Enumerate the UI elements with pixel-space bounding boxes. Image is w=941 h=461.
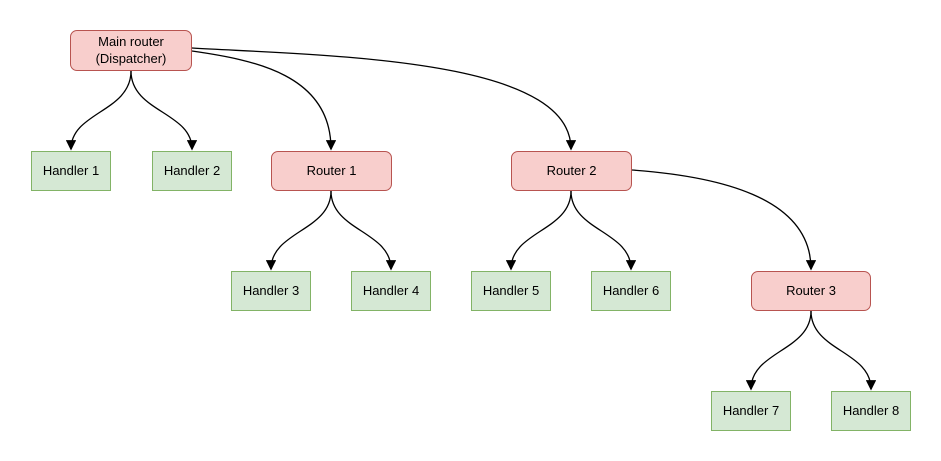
edge-router-1-to-handler-4	[330, 190, 397, 271]
edge-router-2-to-handler-6	[570, 190, 637, 271]
node-router-3: Router 3	[751, 271, 871, 311]
node-handler-6: Handler 6	[591, 271, 671, 311]
edge-router-2-to-handler-5	[505, 190, 572, 271]
node-handler-8: Handler 8	[831, 391, 911, 431]
node-handler-7: Handler 7	[711, 391, 791, 431]
node-handler-5: Handler 5	[471, 271, 551, 311]
node-handler-4-label: Handler 4	[362, 282, 420, 298]
node-main-router-label-line1: Main router	[98, 33, 164, 49]
edge-router-3-to-handler-7	[745, 310, 812, 391]
node-handler-3: Handler 3	[231, 271, 311, 311]
node-main-router: Main router (Dispatcher)	[70, 30, 192, 71]
edge-main-to-handler-1	[65, 70, 132, 151]
node-handler-6-label: Handler 6	[602, 282, 660, 298]
edge-router-3-to-handler-8	[810, 310, 877, 391]
node-handler-3-label: Handler 3	[242, 282, 300, 298]
edge-main-to-router-2	[191, 47, 577, 151]
edge-main-to-router-1	[191, 50, 337, 151]
node-router-2: Router 2	[511, 151, 632, 191]
node-handler-1: Handler 1	[31, 151, 111, 191]
node-handler-1-label: Handler 1	[42, 162, 100, 178]
node-router-2-label: Router 2	[546, 162, 597, 178]
edge-main-to-handler-2	[130, 70, 198, 151]
node-router-3-label: Router 3	[786, 282, 836, 298]
node-handler-5-label: Handler 5	[482, 282, 540, 298]
edge-router-1-to-handler-3	[265, 190, 332, 271]
node-router-1: Router 1	[271, 151, 392, 191]
node-handler-2-label: Handler 2	[163, 162, 221, 178]
node-handler-8-label: Handler 8	[842, 402, 900, 418]
node-handler-7-label: Handler 7	[722, 402, 780, 418]
edge-router-2-to-router-3	[631, 169, 817, 271]
node-handler-2: Handler 2	[152, 151, 232, 191]
node-router-1-label: Router 1	[306, 162, 357, 178]
node-main-router-label-line2: (Dispatcher)	[95, 50, 167, 66]
node-handler-4: Handler 4	[351, 271, 431, 311]
